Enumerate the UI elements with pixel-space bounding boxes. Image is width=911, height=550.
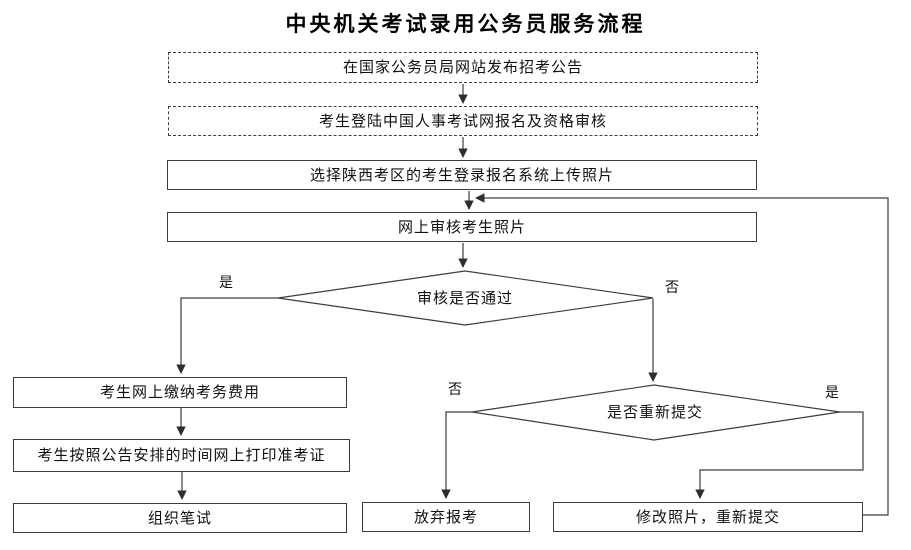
decision-label-resubmit: 是否重新提交: [606, 403, 703, 421]
step-box-abandon: 放弃报考: [362, 502, 530, 532]
page-title: 中央机关考试录用公务员服务流程: [285, 13, 646, 36]
step-box-modify-resubmit: 修改照片，重新提交: [553, 502, 863, 532]
decision-label-review-passed: 审核是否通过: [416, 289, 513, 307]
step-box-upload-photo: 选择陕西考区的考生登录报名系统上传照片: [167, 160, 757, 190]
branch-label-no: 否: [665, 279, 679, 295]
step-box-review-photo: 网上审核考生照片: [167, 212, 757, 242]
branch-label-no: 否: [448, 381, 462, 397]
branch-label-yes: 是: [219, 274, 233, 290]
arrow-decision2-no-to-abandon: [441, 411, 472, 499]
decision-diamond-review-passed: [277, 270, 654, 326]
step-box-print-ticket: 考生按照公告安排的时间网上打印准考证: [13, 439, 350, 472]
step-box-publish-announcement: 在国家公务员局网站发布招考公告: [168, 52, 758, 83]
arrow-decision2-yes-to-modify: [695, 411, 864, 499]
arrow-modify-feedback-to-review: [475, 193, 889, 516]
arrow-decision1-yes-to-pay: [176, 297, 278, 374]
decision-diamond-resubmit: [471, 384, 841, 441]
step-box-written-exam: 组织笔试: [13, 503, 347, 533]
step-box-pay-fee: 考生网上缴纳考务费用: [13, 377, 347, 408]
step-box-online-registration: 考生登陆中国人事考试网报名及资格审核: [168, 106, 758, 136]
branch-label-yes: 是: [825, 384, 839, 400]
